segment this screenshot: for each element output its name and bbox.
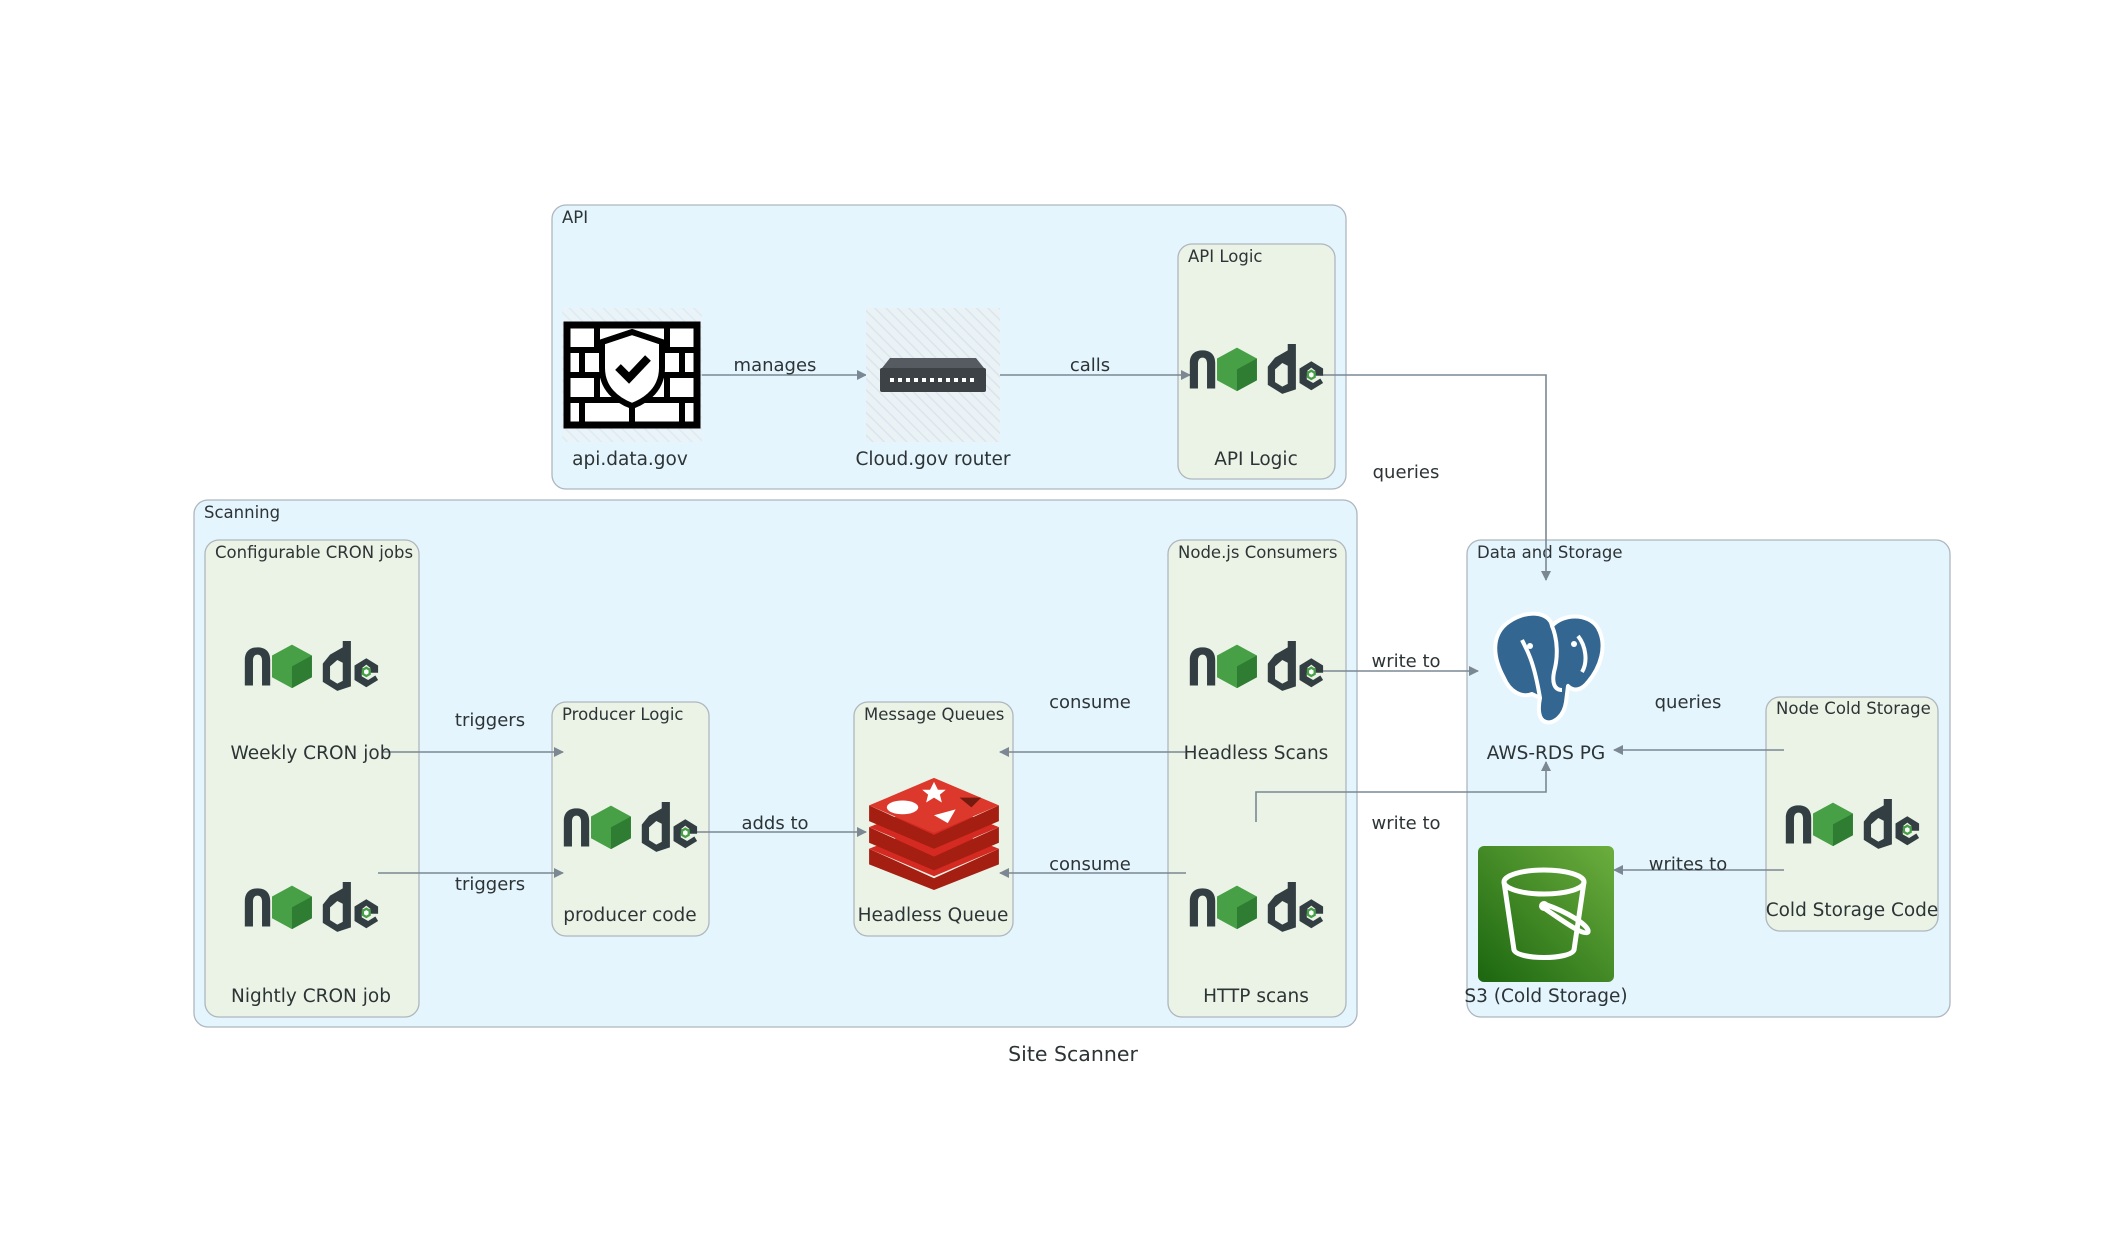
node-headless-scans: Headless Scans (1184, 641, 1329, 764)
cluster-scanning: Scanning (193, 499, 1358, 1028)
edge-api-queries (1320, 374, 1551, 581)
node-cold-storage-code: Cold Storage Code (1766, 799, 1939, 921)
firewall-icon (567, 325, 697, 425)
edge-write-http (1255, 761, 1551, 822)
edges (378, 370, 1784, 878)
node-label-weekly-cron: Weekly CRON job (231, 743, 392, 764)
cluster-queues-label: Message Queues (864, 705, 1004, 724)
edge-label-write-http: write to (1371, 813, 1440, 834)
node-producer-code: producer code (563, 802, 698, 926)
node-aws-rds-pg: AWS-RDS PG (1487, 611, 1606, 764)
edge-label-writes-to: writes to (1649, 854, 1727, 875)
node-weekly-cron: Weekly CRON job (231, 641, 392, 764)
node-label-s3: S3 (Cold Storage) (1464, 986, 1627, 1007)
node-nightly-cron: Nightly CRON job (231, 882, 391, 1007)
edge-label-queries-api: queries (1373, 462, 1440, 483)
node-label-http-scans: HTTP scans (1203, 986, 1309, 1007)
node-headless-queue: Headless Queue (858, 777, 1009, 926)
cluster-consumers-label: Node.js Consumers (1178, 543, 1337, 562)
edge-label-cold-queries: queries (1655, 692, 1722, 713)
node-api-logic: API Logic (1189, 344, 1324, 470)
edge-label-triggers-weekly: triggers (455, 710, 525, 731)
edge-label-adds-to: adds to (741, 813, 808, 834)
node-label-queue: Headless Queue (858, 905, 1009, 926)
node-label-headless-scans: Headless Scans (1184, 743, 1329, 764)
node-api-data-gov: api.data.gov (562, 308, 702, 470)
cluster-consumers: Node.js Consumers (1167, 539, 1347, 1018)
node-label-router: Cloud.gov router (855, 449, 1010, 470)
cluster-cron: Configurable CRON jobs (204, 539, 420, 1018)
edge-labels: manages calls queries triggers triggers … (455, 355, 1727, 895)
node-http-scans: HTTP scans (1189, 882, 1324, 1007)
s3-bucket-icon (1478, 846, 1614, 982)
edge-label-manages: manages (734, 355, 817, 376)
edge-label-triggers-nightly: triggers (455, 874, 525, 895)
node-s3-cold-storage: S3 (Cold Storage) (1464, 846, 1628, 1007)
cluster-api-label: API (562, 208, 588, 227)
cluster-producer-label: Producer Logic (562, 705, 684, 724)
cluster-scanning-label: Scanning (204, 503, 280, 522)
edge-label-consume-headless: consume (1049, 692, 1131, 713)
cluster-cron-label: Configurable CRON jobs (215, 543, 413, 562)
edge-label-write-headless: write to (1371, 651, 1440, 672)
node-label-producer: producer code (563, 905, 696, 926)
node-label-api-logic: API Logic (1214, 449, 1298, 470)
edge-label-consume-http: consume (1049, 854, 1131, 875)
cluster-api-logic-label: API Logic (1188, 247, 1262, 266)
node-label-cold-code: Cold Storage Code (1766, 900, 1939, 921)
router-icon (880, 358, 986, 392)
cluster-data-storage-label: Data and Storage (1477, 543, 1623, 562)
node-label-rds: AWS-RDS PG (1487, 743, 1606, 764)
node-cloudgov-router: Cloud.gov router (855, 308, 1011, 470)
node-label-api-data-gov: api.data.gov (572, 449, 688, 470)
edge-label-calls: calls (1070, 355, 1110, 376)
cluster-cold-storage-label: Node Cold Storage (1776, 699, 1931, 718)
diagram-title: Site Scanner (1008, 1042, 1138, 1066)
node-label-nightly-cron: Nightly CRON job (231, 986, 391, 1007)
